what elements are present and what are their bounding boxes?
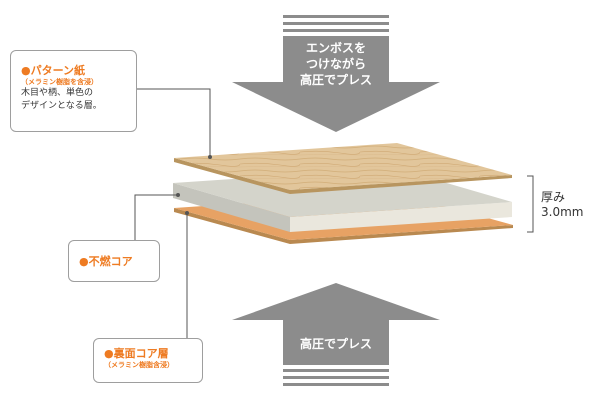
leader-lines (134, 88, 212, 338)
top-press-arrow (232, 15, 440, 132)
bottom-arrow-stripe-2 (283, 376, 389, 379)
top-arrow-stripe-1 (283, 15, 389, 18)
pattern-paper-desc-line1: 木目や柄、単色の (21, 88, 94, 98)
pattern-paper-top (174, 143, 512, 190)
top-arrow-label-line2: つけながら (305, 57, 366, 71)
core-sheet-right-side (290, 202, 512, 232)
pattern-paper-sheet (174, 143, 512, 194)
bottom-arrow-label-line1: 高圧でプレス (299, 337, 372, 351)
bottom-arrow-body (232, 283, 440, 365)
back-core-callout: ●裏面コア層 （メラミン樹脂含浸） (93, 338, 203, 383)
top-arrow-label: エンボスを つけながら 高圧でプレス (283, 40, 389, 88)
back-core-leader-dot (185, 211, 189, 215)
pattern-paper-subtitle: （メラミン樹脂を含浸） (21, 78, 98, 86)
bottom-arrow-label: 高圧でプレス (283, 336, 389, 352)
core-leader (134, 194, 178, 240)
core-callout: ●不燃コア (68, 240, 160, 282)
core-sheet-front-side (173, 183, 290, 232)
top-arrow-label-line3: 高圧でプレス (299, 73, 372, 87)
back-core-sheet-side (174, 208, 513, 244)
thickness-label-line1: 厚み (541, 190, 566, 204)
core-title: ●不燃コア (79, 255, 133, 268)
top-arrow-stripe-2 (283, 22, 389, 25)
thickness-label-line2: 3.0mm (541, 205, 584, 219)
pattern-paper-leader-dot (208, 155, 212, 159)
bottom-arrow-stripe-1 (283, 369, 389, 372)
top-arrow-body (232, 36, 440, 132)
thickness-bracket (527, 175, 534, 233)
thickness-label: 厚み 3.0mm (541, 190, 583, 220)
pattern-paper-side (174, 158, 512, 194)
pattern-paper-callout: ●パターン紙 （メラミン樹脂を含浸） 木目や柄、単色の デザインとなる層。 (10, 50, 137, 132)
top-arrow-label-line1: エンボスを (305, 41, 366, 55)
pattern-paper-desc-line2: デザインとなる層。 (21, 101, 102, 111)
core-leader-dot (176, 193, 180, 197)
pattern-paper-title: ●パターン紙 (21, 64, 86, 77)
top-arrow-stripe-3 (283, 29, 389, 32)
bottom-press-arrow (232, 283, 440, 386)
bottom-arrow-stripe-3 (283, 383, 389, 386)
back-core-subtitle: （メラミン樹脂含浸） (104, 361, 174, 369)
pattern-paper-leader (137, 88, 211, 157)
back-core-title: ●裏面コア層 (104, 347, 169, 360)
